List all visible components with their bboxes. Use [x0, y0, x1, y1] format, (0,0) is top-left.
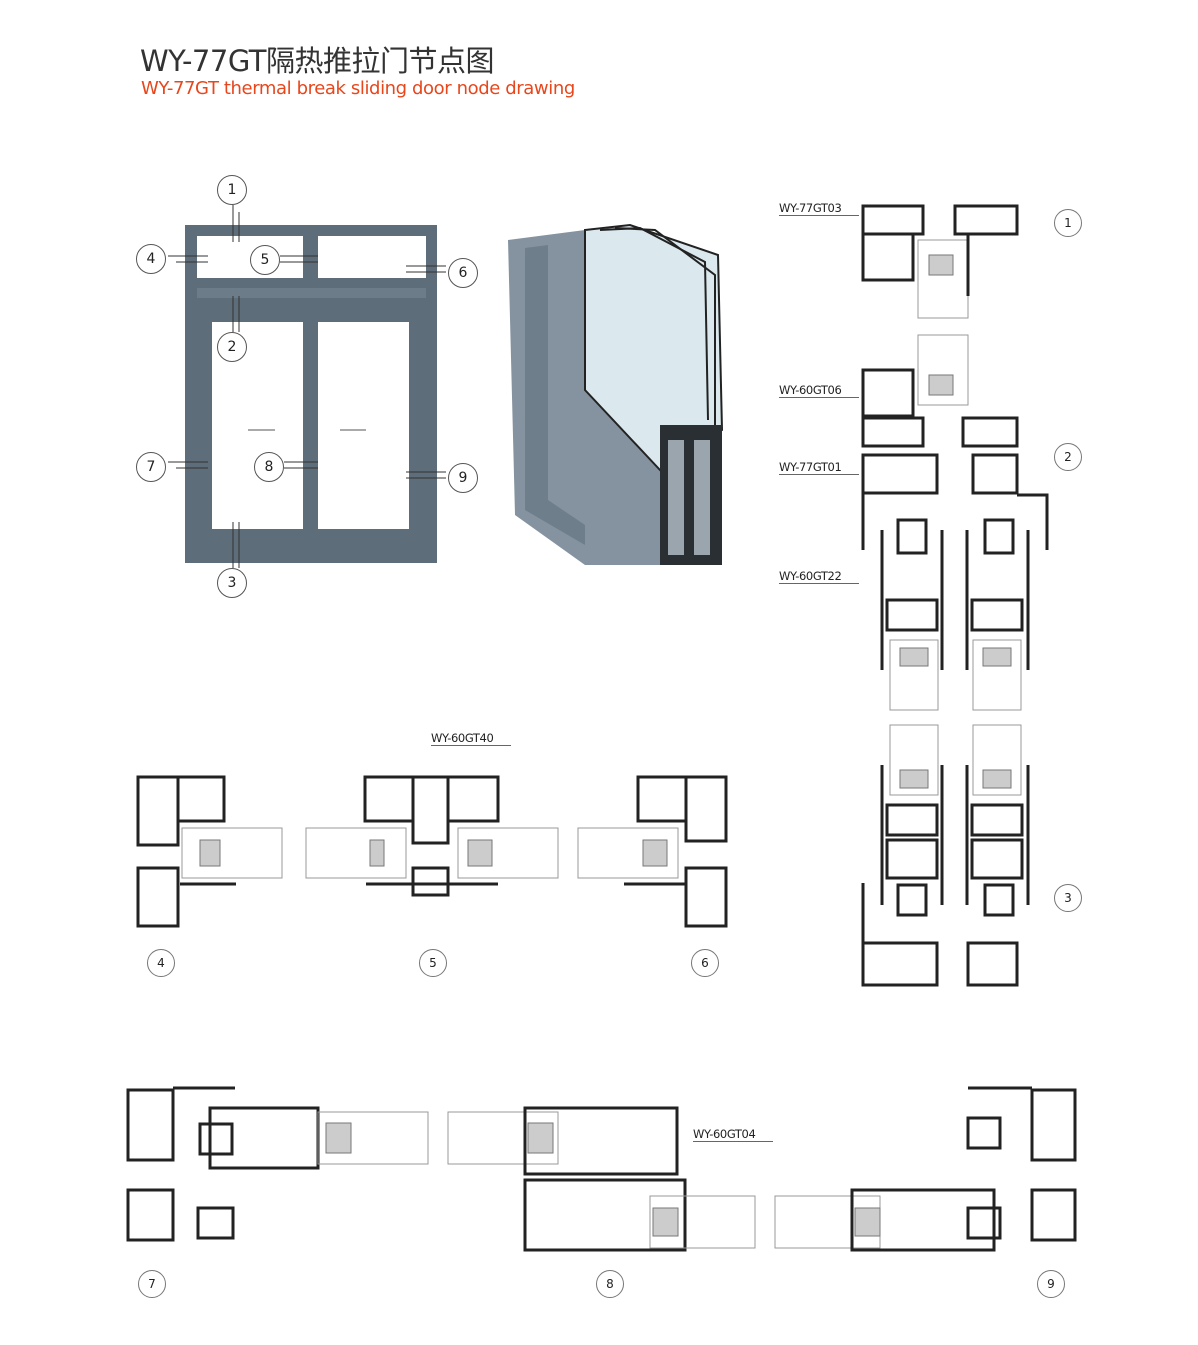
profile-label-transom-upper: WY-60GT06 — [779, 383, 860, 398]
callout-3: 3 — [217, 568, 247, 598]
page-title: WY-77GT隔热推拉门节点图 — [140, 44, 494, 78]
section-number-9: 9 — [1037, 1270, 1065, 1298]
section-number-6: 6 — [691, 949, 719, 977]
section-number-7: 7 — [138, 1270, 166, 1298]
callout-7: 7 — [136, 452, 166, 482]
callout-4: 4 — [136, 244, 166, 274]
corner-3d-render — [508, 223, 724, 565]
callout-5: 5 — [250, 245, 280, 275]
profile-label-top: WY-77GT03 — [779, 201, 860, 216]
section-number-2: 2 — [1054, 443, 1082, 471]
page-subtitle: WY-77GT thermal break sliding door node … — [141, 78, 575, 99]
profile-label-sash: WY-60GT22 — [779, 569, 860, 584]
section-number-3: 3 — [1054, 884, 1082, 912]
callout-1: 1 — [217, 175, 247, 205]
profile-label-transom-lower: WY-77GT01 — [779, 460, 860, 475]
callout-9: 9 — [448, 463, 478, 493]
callout-2: 2 — [217, 332, 247, 362]
section-number-5: 5 — [419, 949, 447, 977]
profile-label-interlock: WY-60GT04 — [693, 1127, 774, 1142]
window-elevation — [168, 205, 446, 568]
vertical-section — [861, 204, 1049, 987]
horizontal-section-7-8-9 — [126, 1086, 1077, 1252]
callout-6: 6 — [448, 258, 478, 288]
horizontal-section-4-5-6 — [136, 775, 728, 928]
section-number-1: 1 — [1054, 209, 1082, 237]
profile-label-mullion: WY-60GT40 — [431, 731, 512, 746]
section-number-4: 4 — [147, 949, 175, 977]
callout-8: 8 — [254, 452, 284, 482]
section-number-8: 8 — [596, 1270, 624, 1298]
